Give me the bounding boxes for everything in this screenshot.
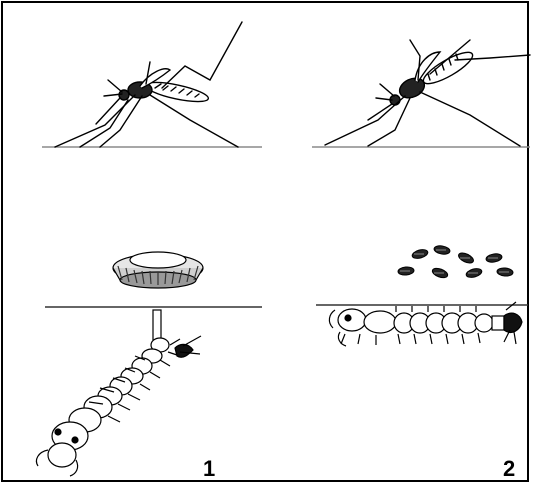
- larva-icon: [329, 302, 522, 346]
- larva-icon: [36, 310, 201, 476]
- panel-label-2: 2: [503, 458, 515, 480]
- mosquito-icon: [325, 40, 530, 146]
- mosquito-icon: [55, 22, 242, 147]
- panel-label-1: 1: [203, 458, 215, 480]
- egg-cluster-icon: [398, 245, 514, 280]
- egg-raft-icon: [113, 252, 203, 288]
